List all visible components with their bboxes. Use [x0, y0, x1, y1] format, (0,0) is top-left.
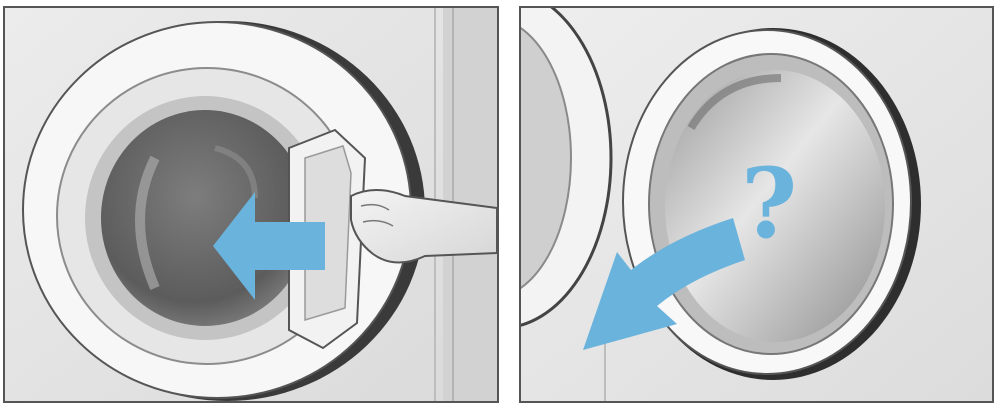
question-mark-icon: ?: [741, 156, 797, 252]
panel-open-door: [3, 6, 499, 403]
door-glass: [101, 110, 309, 326]
washer-door-illustration: [5, 8, 497, 401]
panel-door-question: ?: [519, 6, 994, 403]
